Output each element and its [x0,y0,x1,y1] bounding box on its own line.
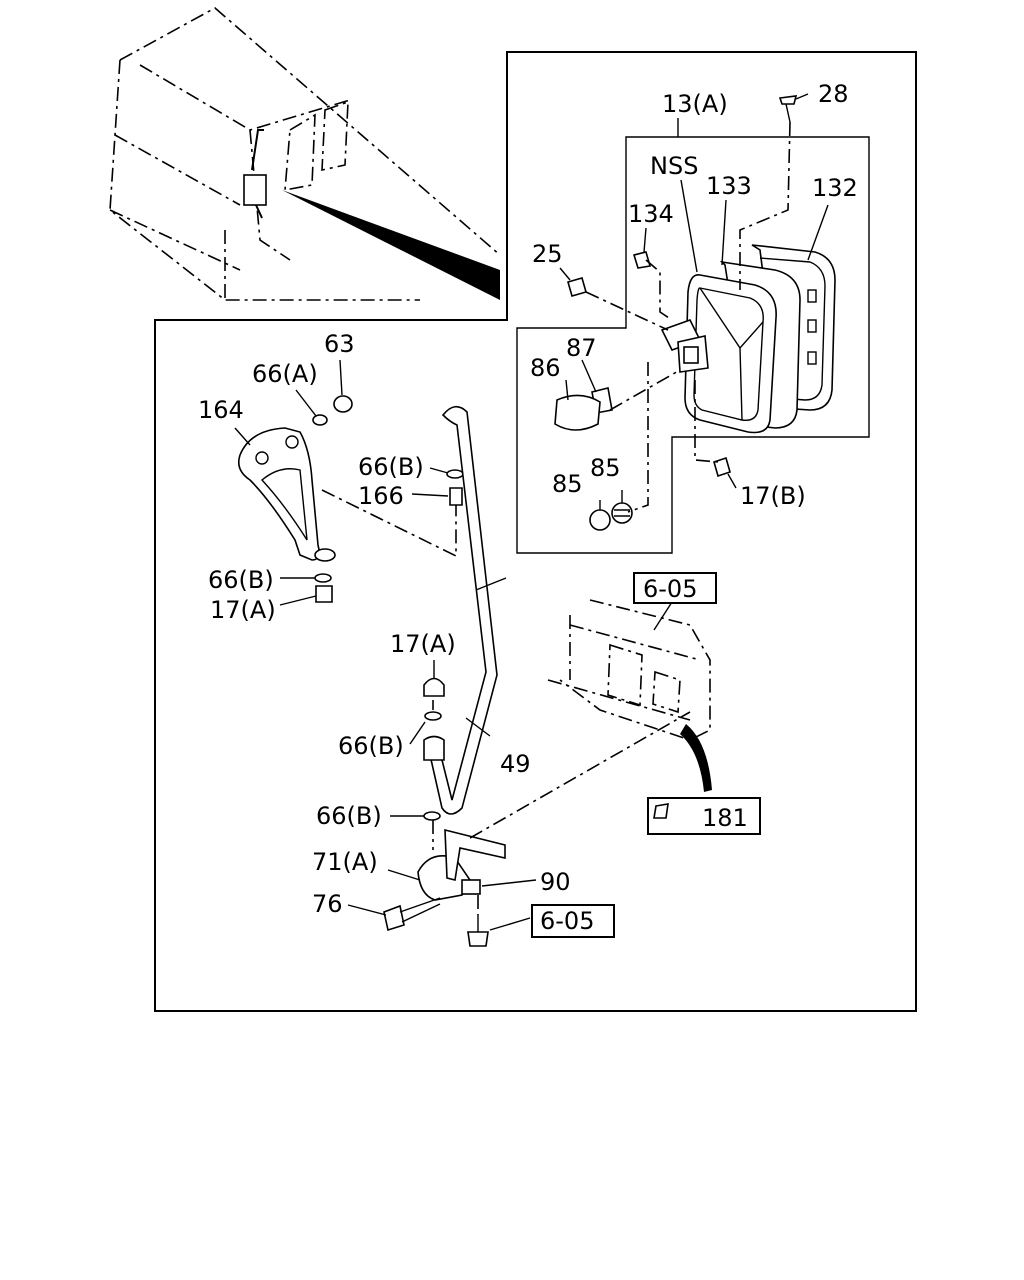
label-49: 49 [500,750,531,778]
stay-arm-49 [429,405,498,815]
mirror-glass [684,274,777,434]
bracket-164 [237,427,320,561]
label-66a: 66(A) [252,360,318,388]
label-66b-arm: 66(B) [338,732,404,760]
ref-box-6-05-bottom [531,904,615,938]
label-66b-upper: 66(B) [358,453,424,481]
ref-box-6-05-top [633,572,717,604]
bolt-25 [567,277,587,297]
mirror-assembly [554,95,836,531]
cab-mirror-icon [243,174,267,206]
label-90: 90 [540,868,571,896]
screw-28 [778,95,798,105]
label-66b-lower: 66(B) [316,802,382,830]
label-17b: 17(B) [740,482,806,510]
frame-outlines [154,51,917,1012]
label-86: 86 [530,354,561,382]
label-133: 133 [706,172,752,200]
label-25: 25 [532,240,563,268]
label-164: 164 [198,396,244,424]
label-166: 166 [358,482,404,510]
label-66b-bracket: 66(B) [208,566,274,594]
callout-wedge [282,190,500,300]
label-76: 76 [312,890,343,918]
label-134: 134 [628,200,674,228]
leader-lines [321,121,791,915]
mirror-stay [237,395,507,947]
label-132: 132 [812,174,858,202]
label-71a: 71(A) [312,848,378,876]
label-85-cap: 85 [590,454,621,482]
callout-wedge-181 [680,724,712,792]
label-13a: 13(A) [662,90,728,118]
part-181-icon [653,803,669,819]
label-6-05-top: 6-05 [643,575,697,603]
label-17a-bracket: 17(A) [210,596,276,624]
truck-cab-illustration [109,7,501,301]
label-85-ball: 85 [552,470,583,498]
label-6-05-bottom: 6-05 [540,907,594,935]
label-17a-arm: 17(A) [390,630,456,658]
part-labels: 13(A) 28 NSS 133 132 134 25 87 86 85 85 … [198,80,858,935]
label-63: 63 [324,330,355,358]
label-87: 87 [566,334,597,362]
label-28: 28 [818,80,849,108]
label-181: 181 [702,804,748,832]
chassis-reference [547,599,712,792]
label-nss: NSS [650,152,698,180]
